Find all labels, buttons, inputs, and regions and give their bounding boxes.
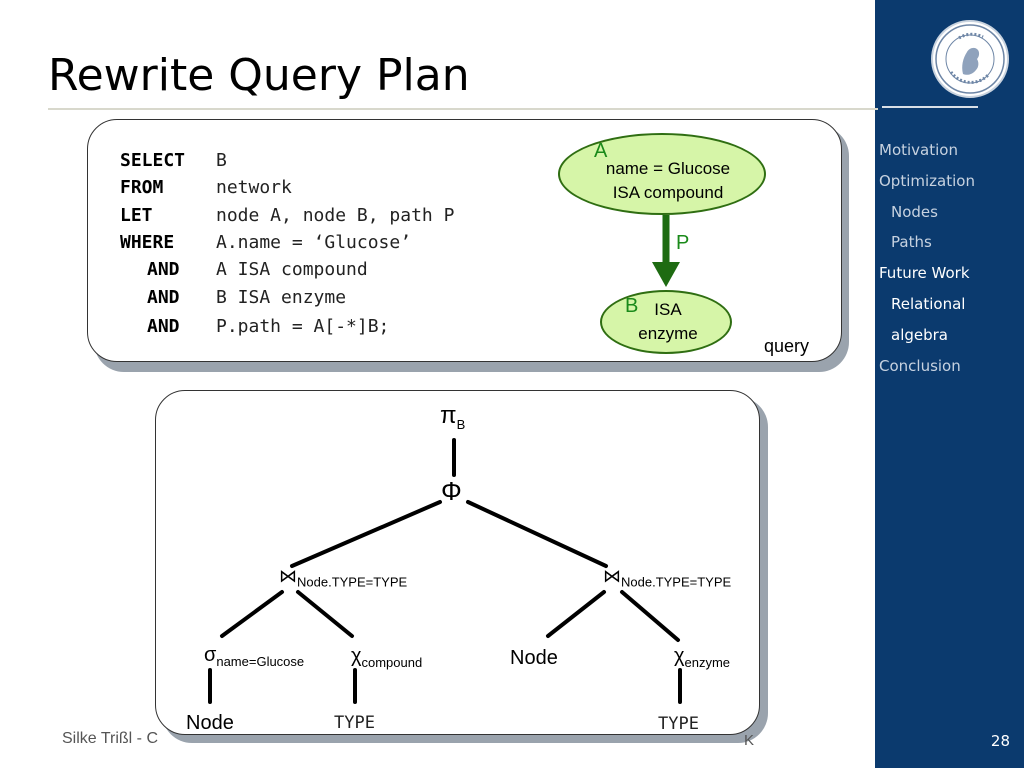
chi-enzyme-symbol: χ <box>674 645 685 667</box>
slide-title: Rewrite Query Plan <box>48 50 470 101</box>
plan-node-mid: Node <box>510 647 558 669</box>
and-value-1: A ISA compound <box>216 259 368 280</box>
selection-symbol: σ <box>204 644 217 666</box>
plan-projection: πB <box>440 402 465 432</box>
sidebar-item-algebra[interactable]: algebra <box>891 325 948 344</box>
plan-leaf-node: Node <box>186 712 234 734</box>
keyword-and: AND <box>147 287 180 308</box>
node-a-line1: name = Glucose <box>605 159 731 178</box>
keyword-and: AND <box>147 259 180 280</box>
keyword-from: FROM <box>120 177 164 198</box>
node-b-line2: enzyme <box>638 324 698 343</box>
seal-graphic <box>935 24 1005 94</box>
plan-selection: σname=Glucose <box>204 644 304 669</box>
select-value: B <box>216 150 227 171</box>
chi-compound-symbol: χ <box>351 645 362 667</box>
sidebar-item-nodes[interactable]: Nodes <box>891 202 938 221</box>
sidebar <box>875 0 1024 768</box>
sidebar-divider <box>882 106 978 108</box>
keyword-and: AND <box>147 316 180 337</box>
keyword-select: SELECT <box>120 150 186 171</box>
footer-right: K <box>744 732 755 749</box>
let-value: node A, node B, path P <box>216 205 455 226</box>
node-a-letter: A <box>594 140 608 162</box>
and-value-3: P.path = A[-*]B; <box>216 316 390 337</box>
sidebar-nav: Motivation Optimization Nodes Paths Futu… <box>879 138 1019 384</box>
university-seal-logo <box>931 20 1009 98</box>
sidebar-item-optimization[interactable]: Optimization <box>879 171 975 190</box>
from-value: network <box>216 177 292 198</box>
node-b-ellipse <box>600 290 732 354</box>
sidebar-item-future-work[interactable]: Future Work <box>879 264 970 283</box>
title-underline <box>48 108 878 110</box>
plan-join-right: ⋈Node.TYPE=TYPE <box>603 566 731 590</box>
sidebar-item-conclusion[interactable]: Conclusion <box>879 356 961 375</box>
sidebar-item-paths[interactable]: Paths <box>891 233 932 252</box>
join-right-symbol: ⋈ <box>603 566 621 586</box>
node-a-line2: ISA compound <box>612 183 724 202</box>
page-number: 28 <box>990 732 1010 750</box>
plan-leaf-type-2: TYPE <box>658 714 699 734</box>
sidebar-item-motivation[interactable]: Motivation <box>879 141 958 159</box>
plan-leaf-type-1: TYPE <box>334 713 375 733</box>
and-value-2: B ISA enzyme <box>216 287 347 308</box>
chi-enzyme-sub: enzyme <box>684 655 731 670</box>
keyword-where: WHERE <box>120 232 175 253</box>
projection-symbol: π <box>440 402 457 429</box>
plan-phi: Φ <box>441 476 462 506</box>
join-left-sub: Node.TYPE=TYPE <box>297 574 408 590</box>
projection-sub: B <box>456 416 466 432</box>
plan-panel <box>155 390 760 735</box>
edge-p-letter: P <box>676 232 690 254</box>
join-right-sub: Node.TYPE=TYPE <box>621 574 732 590</box>
node-a-ellipse <box>558 133 766 215</box>
footer-author: Silke Trißl - C <box>62 730 158 747</box>
query-label: query <box>764 336 810 356</box>
selection-sub: name=Glucose <box>216 654 305 669</box>
node-b-letter: B <box>625 295 639 317</box>
sidebar-item-relational[interactable]: Relational <box>891 294 966 313</box>
node-b-line1: ISA <box>654 300 682 319</box>
keyword-let: LET <box>120 205 153 226</box>
join-left-symbol: ⋈ <box>279 566 297 586</box>
plan-chi-compound: χcompound <box>351 645 422 670</box>
plan-chi-enzyme: χenzyme <box>674 645 730 670</box>
where-value: A.name = ‘Glucose’ <box>216 232 412 253</box>
chi-compound-sub: compound <box>361 655 423 670</box>
plan-join-left: ⋈Node.TYPE=TYPE <box>279 566 407 590</box>
